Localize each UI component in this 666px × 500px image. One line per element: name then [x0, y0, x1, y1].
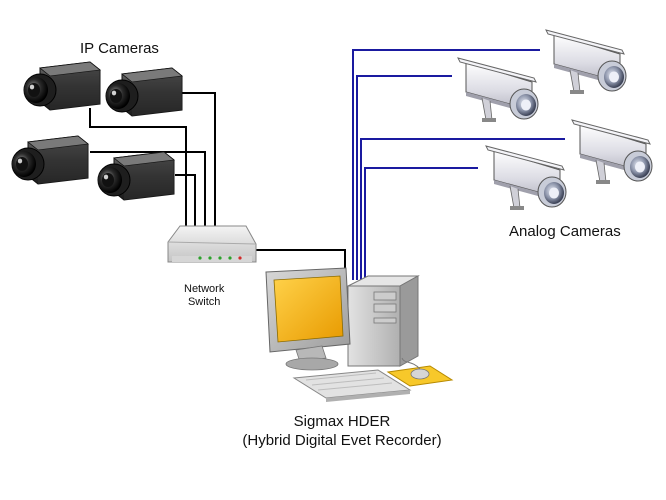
analog-wiring	[352, 49, 565, 280]
wire-ip-camera-1	[89, 108, 187, 226]
analog-camera-icon	[571, 119, 653, 185]
network-switch-icon	[167, 225, 257, 263]
recorder-label: Sigmax HDER (Hybrid Digital Evet Recorde…	[242, 412, 442, 450]
ip-cameras-title: IP Cameras	[80, 40, 159, 57]
recorder-name: Sigmax HDER	[293, 413, 391, 430]
analog-camera-icon	[545, 29, 627, 95]
recorder-full-name: (Hybrid Digital Evet Recorder)	[242, 432, 442, 449]
mouse-icon	[386, 357, 454, 387]
analog-camera-icon	[485, 145, 567, 211]
pc-tower-icon	[347, 275, 420, 367]
wire-ip-camera-3	[90, 151, 206, 226]
wire-analog-camera-1	[352, 49, 540, 280]
wire-analog-camera-4	[364, 167, 478, 280]
analog-camera-icon	[457, 57, 539, 123]
keyboard-icon	[292, 369, 412, 402]
monitor-icon	[265, 267, 351, 371]
wire-analog-camera-3	[360, 138, 565, 280]
wire-analog-camera-2	[356, 75, 452, 280]
ip-camera-icon	[23, 61, 101, 111]
network-switch-label-line2: Switch	[187, 296, 221, 308]
wire-switch-to-recorder	[256, 249, 346, 275]
ip-camera-icon	[11, 135, 89, 185]
network-switch-label-line1: Network	[184, 283, 225, 295]
network-switch-label: Network Switch	[184, 283, 224, 309]
ip-camera-icon	[105, 67, 183, 117]
ip-camera-icon	[97, 151, 175, 201]
analog-cameras-title: Analog Cameras	[509, 223, 621, 240]
wire-ip-camera-4	[175, 174, 196, 226]
